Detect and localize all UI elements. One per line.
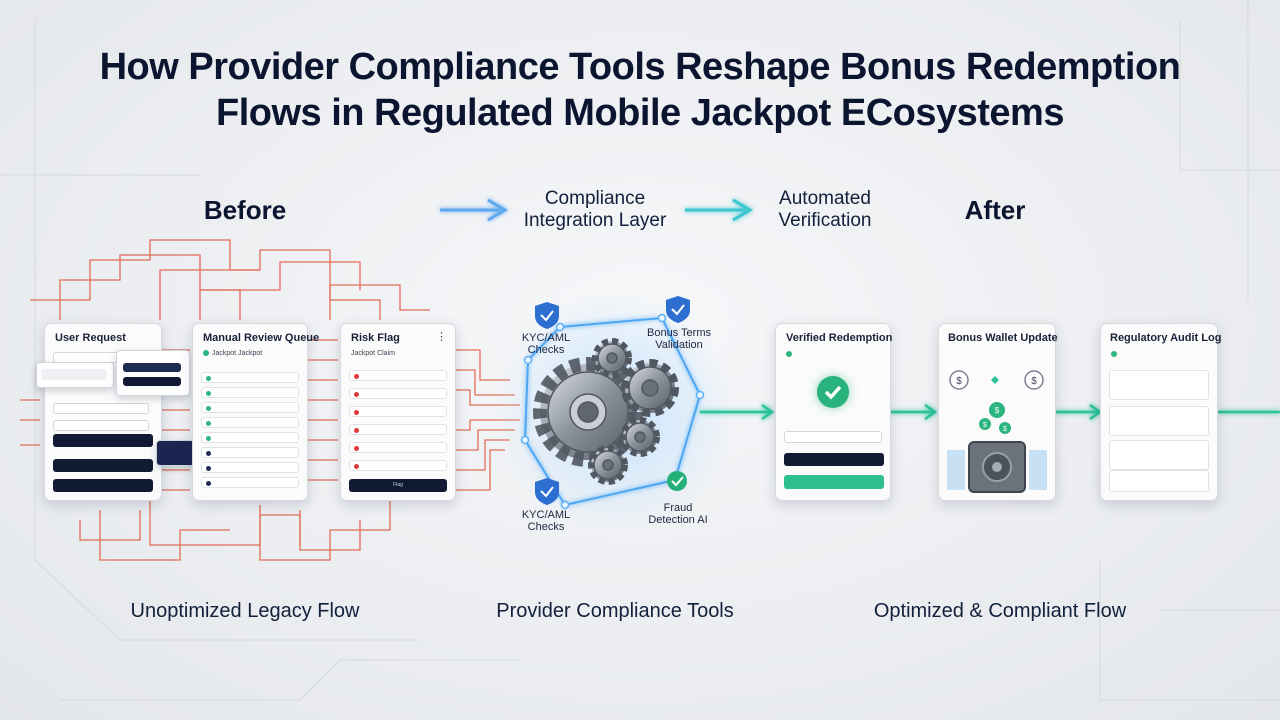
arrow-to-verification (685, 198, 753, 222)
label-fraud-detection: Fraud Detection AI (648, 502, 708, 526)
caption-tools: Provider Compliance Tools (496, 600, 734, 622)
user-request-button-1[interactable] (53, 434, 153, 447)
check-badge-icon-fraud (667, 471, 687, 491)
status-dot-icon (1111, 351, 1117, 357)
review-row-2[interactable] (201, 387, 299, 398)
audit-entry-2[interactable] (1109, 406, 1209, 436)
popup-mini-2-button-1[interactable] (123, 363, 181, 372)
risk-row-6[interactable] (349, 460, 447, 471)
status-dot-icon (203, 350, 209, 357)
audit-entry-4[interactable] (1109, 470, 1209, 492)
audit-entry-1[interactable] (1109, 370, 1209, 400)
risk-row-4[interactable] (349, 424, 447, 435)
card-title-wallet: Bonus Wallet Update (948, 332, 1058, 344)
stage-before: Before (203, 195, 287, 225)
svg-text:$: $ (995, 406, 1000, 415)
user-request-button-3[interactable] (53, 479, 153, 492)
popup-mini-1 (36, 362, 114, 388)
verified-confirm-button[interactable] (784, 475, 884, 489)
user-request-field-3[interactable] (53, 420, 149, 431)
risk-row-1[interactable] (349, 370, 447, 381)
svg-text:$: $ (1003, 426, 1007, 433)
gear-icon-bottom (588, 445, 628, 485)
shield-icon-kyc-bottom (535, 478, 559, 505)
gear-icon-top (592, 338, 632, 378)
card-audit-log: Regulatory Audit Log (1100, 323, 1222, 501)
card-title-manual-review: Manual Review Queue (203, 332, 320, 344)
manual-review-subtitle: Jackpot Jackpot (203, 350, 262, 357)
card-bonus-wallet: Bonus Wallet Update $ $ $ $ $ (938, 323, 1058, 501)
gear-icon-right (621, 359, 679, 417)
review-row-1[interactable] (201, 372, 299, 383)
card-verified-redemption: Verified Redemption (775, 323, 893, 501)
review-row-4[interactable] (201, 417, 299, 428)
card-title-user-request: User Request (55, 332, 126, 344)
risk-flag-subtitle: Jackpot Claim (351, 350, 395, 357)
hub-outline (523, 316, 702, 507)
title-line-1: How Provider Compliance Tools Reshape Bo… (99, 46, 1181, 88)
svg-text:$: $ (1031, 376, 1037, 387)
status-dot-icon (786, 351, 792, 357)
review-row-6[interactable] (201, 447, 299, 458)
shield-icon-bonus-terms (666, 296, 690, 323)
label-bonus-terms: Bonus Terms Validation (647, 327, 711, 351)
review-row-8[interactable] (201, 477, 299, 488)
popup-mini-2 (116, 350, 190, 396)
page-title: How Provider Compliance Tools Reshape Bo… (40, 44, 1240, 136)
svg-text:$: $ (983, 422, 987, 429)
optimized-flow-lines (700, 403, 1280, 421)
card-title-risk-flag: Risk Flag (351, 332, 400, 344)
caption-optimized: Optimized & Compliant Flow (873, 600, 1127, 622)
risk-row-2[interactable] (349, 388, 447, 399)
gear-icon-small-right (620, 417, 660, 457)
verified-button[interactable] (784, 453, 884, 466)
flag-button[interactable]: Flag (349, 479, 447, 492)
more-options-icon[interactable]: ⋮ (436, 331, 447, 343)
stage-after: After (964, 195, 1026, 225)
caption-legacy: Unoptimized Legacy Flow (130, 600, 360, 622)
card-title-audit: Regulatory Audit Log (1110, 332, 1222, 344)
review-row-5[interactable] (201, 432, 299, 443)
step-compliance-layer: Compliance Integration Layer (523, 188, 667, 231)
step-automated-verification: Automated Verification (778, 188, 872, 231)
label-kyc-bottom: KYC/AML Checks (521, 509, 571, 533)
wallet-vault-icon: $ $ $ $ $ (947, 370, 1047, 493)
svg-text:$: $ (956, 376, 962, 387)
card-manual-review: Manual Review Queue Jackpot Jackpot (192, 323, 319, 501)
user-request-field-2[interactable] (53, 403, 149, 414)
verified-field[interactable] (784, 431, 882, 443)
audit-entry-3[interactable] (1109, 440, 1209, 470)
risk-row-5[interactable] (349, 442, 447, 453)
review-row-7[interactable] (201, 462, 299, 473)
title-line-2: Flows in Regulated Mobile Jackpot ECosys… (216, 92, 1064, 134)
shield-icon-kyc-top (535, 302, 559, 329)
gear-icon-large (533, 357, 643, 467)
popup-mini-1-field (41, 369, 107, 380)
popup-mini-2-button-2[interactable] (123, 377, 181, 386)
success-check-icon (817, 376, 849, 408)
arrow-to-compliance (440, 198, 508, 222)
card-title-verified: Verified Redemption (786, 332, 893, 344)
card-risk-flag: Risk Flag ⋮ Jackpot Claim Flag (340, 323, 456, 501)
risk-row-3[interactable] (349, 406, 447, 417)
user-request-button-2[interactable] (53, 459, 153, 472)
review-row-3[interactable] (201, 402, 299, 413)
label-kyc-top: KYC/AML Checks (521, 332, 571, 356)
